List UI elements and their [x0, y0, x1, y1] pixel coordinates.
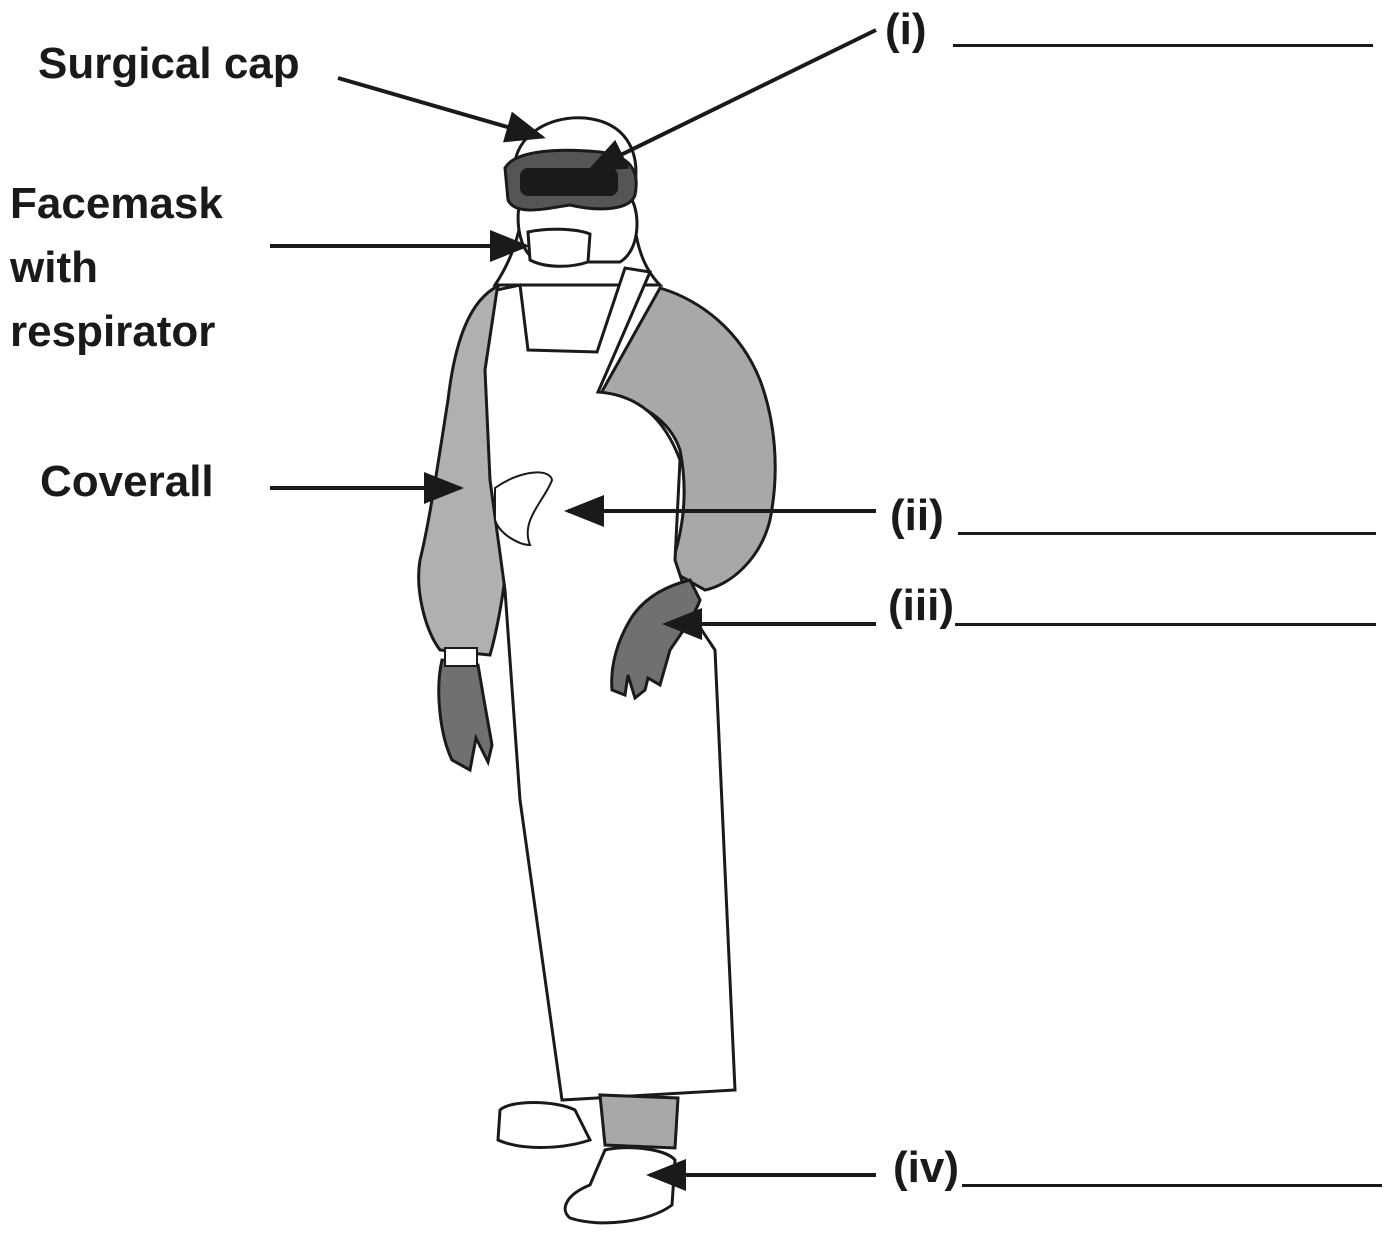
right-boot-cover — [565, 1148, 675, 1223]
label-coverall: Coverall — [40, 454, 214, 510]
arrow-item-i — [590, 30, 876, 170]
label-item-ii: (ii) — [890, 488, 944, 544]
label-surgical-cap: Surgical cap — [38, 36, 300, 92]
label-facemask-line3: respirator — [10, 300, 223, 364]
answer-blank-ii[interactable] — [958, 532, 1376, 535]
label-facemask-line1: Facemask — [10, 172, 223, 236]
answer-blank-iii[interactable] — [955, 623, 1376, 626]
arrow-surgical-cap — [338, 78, 542, 137]
facemask — [528, 229, 590, 266]
goggle-lens — [520, 168, 618, 196]
right-leg — [600, 1095, 678, 1148]
left-cuff — [445, 648, 477, 666]
label-facemask-line2: with — [10, 236, 223, 300]
label-item-iii: (iii) — [888, 578, 954, 634]
label-facemask-with-respirator: Facemask with respirator — [10, 172, 223, 364]
left-boot-cover — [498, 1103, 590, 1148]
answer-blank-i[interactable] — [953, 44, 1373, 47]
answer-blank-iv[interactable] — [962, 1184, 1382, 1187]
left-glove — [439, 660, 492, 770]
label-item-i: (i) — [885, 2, 927, 58]
label-item-iv: (iv) — [893, 1140, 959, 1196]
